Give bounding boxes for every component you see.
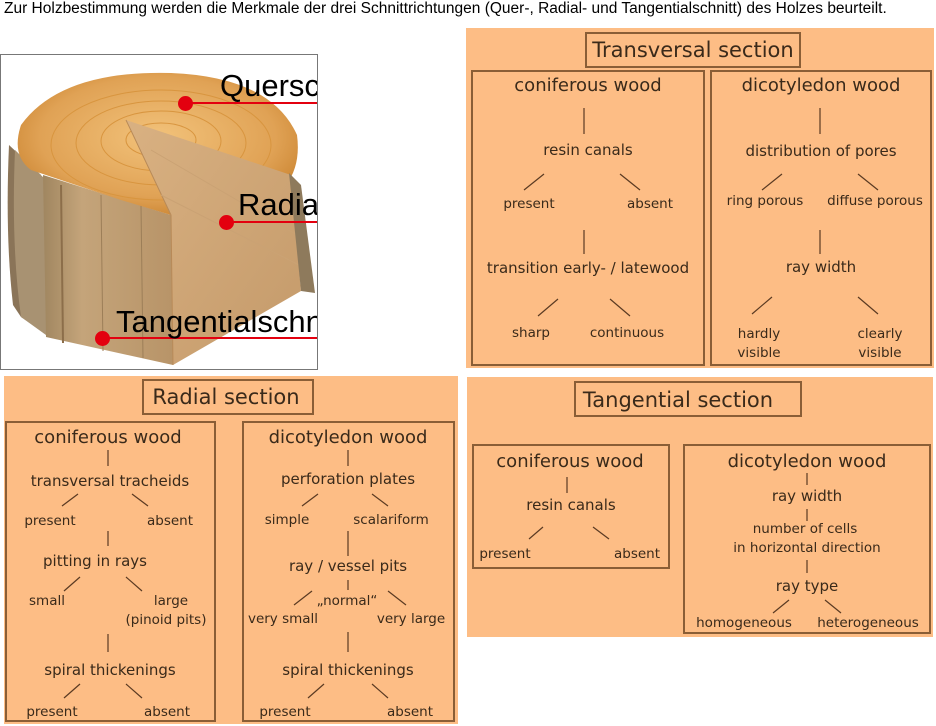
tangential-number-of-cells: number of cells — [752, 521, 858, 537]
radial-pitting-large: large — [153, 593, 189, 609]
transversal-resin-canals: resin canals — [543, 141, 633, 159]
radial-connectors — [61, 450, 407, 699]
transversal-ray-width: ray width — [785, 258, 857, 276]
label-tangentialschnitt: Tangentialschnitt — [116, 304, 317, 339]
radial-dicot-spiral-absent: absent — [386, 704, 434, 720]
radial-dicot-spiral-present: present — [259, 704, 311, 720]
transversal-continuous: continuous — [589, 325, 665, 341]
transversal-coniferous-box — [471, 70, 705, 366]
tangential-resin-canals: resin canals — [526, 496, 616, 514]
tangentialschnitt-line — [102, 337, 317, 339]
transversal-ring-porous: ring porous — [726, 193, 804, 209]
radialschnitt-line — [226, 221, 317, 223]
log-photo: Querschnitt Radialschnitt Tangentialschn… — [0, 54, 318, 370]
transversal-panel: Transversal section coniferous wood resi… — [466, 28, 934, 368]
radial-dicotyledon-box — [242, 421, 455, 722]
radialschnitt-marker — [219, 215, 234, 230]
transversal-clearly-visible: visible — [858, 345, 902, 361]
transversal-hardly-visible: visible — [737, 345, 781, 361]
radial-coniferous-spiral: spiral thickenings — [44, 661, 176, 679]
radial-pitting-pinoid: (pinoid pits) — [125, 612, 207, 628]
tangential-homogeneous: homogeneous — [696, 615, 792, 631]
radial-pits-very-small: very small — [247, 611, 319, 627]
label-radialschnitt: Radialschnitt — [238, 187, 318, 222]
transversal-dicotyledon-heading: dicotyledon wood — [741, 75, 901, 96]
radial-tracheids-present: present — [24, 513, 76, 529]
tangential-dicotyledon-box — [683, 444, 931, 634]
radial-vessel-pits: ray / vessel pits — [288, 557, 408, 575]
radial-dicotyledon-spiral: spiral thickenings — [282, 661, 414, 679]
tangential-title: Tangential section — [582, 388, 774, 412]
transversal-transition: transition early- / latewood — [486, 259, 690, 277]
radial-pits-normal: „normal“ — [316, 593, 378, 609]
label-querschnitt: Querschnitt — [220, 68, 317, 103]
tangential-resin-present: present — [479, 546, 531, 562]
transversal-connectors — [523, 108, 879, 317]
tangential-title-box — [574, 381, 802, 417]
radial-pits-very-large: very large — [376, 611, 446, 627]
transversal-coniferous-heading: coniferous wood — [514, 75, 662, 96]
transversal-resin-absent: absent — [626, 196, 674, 212]
radial-pitting-small: small — [29, 593, 65, 609]
transversal-dicotyledon-box — [710, 70, 932, 366]
radial-title: Radial section — [152, 385, 300, 409]
tangential-coniferous-heading: coniferous wood — [496, 451, 644, 472]
radial-perforation-scalariform: scalariform — [353, 512, 429, 528]
tangential-ray-width: ray width — [771, 487, 843, 505]
radial-transversal-tracheids: transversal tracheids — [30, 472, 190, 490]
transversal-title-box — [585, 32, 801, 68]
querschnitt-marker — [178, 96, 193, 111]
transversal-clearly: clearly — [857, 326, 903, 342]
radial-pitting-in-rays: pitting in rays — [43, 552, 147, 570]
transversal-title: Transversal section — [592, 38, 794, 62]
tangential-ray-type: ray type — [775, 577, 839, 595]
radial-panel: Radial section coniferous wood transvers… — [4, 376, 458, 724]
tangential-heterogeneous: heterogeneous — [817, 615, 919, 631]
radial-spiral-present: present — [26, 704, 78, 720]
tangential-coniferous-box — [472, 444, 670, 569]
tangential-resin-absent: absent — [613, 546, 661, 562]
radial-coniferous-heading: coniferous wood — [34, 427, 182, 448]
tangential-connectors — [528, 473, 842, 614]
radial-coniferous-box — [5, 421, 216, 722]
log-illustration — [7, 72, 315, 366]
tangential-dicotyledon-heading: dicotyledon wood — [727, 451, 887, 472]
tangential-panel: Tangential section coniferous wood resin… — [467, 377, 933, 637]
transversal-distribution-pores: distribution of pores — [745, 142, 897, 160]
transversal-sharp: sharp — [512, 325, 550, 341]
radial-dicotyledon-heading: dicotyledon wood — [268, 427, 428, 448]
transversal-diffuse-porous: diffuse porous — [827, 193, 923, 209]
tangential-horizontal-direction: in horizontal direction — [733, 540, 881, 556]
querschnitt-line — [185, 102, 317, 104]
transversal-resin-present: present — [503, 196, 555, 212]
radial-title-box — [142, 379, 314, 415]
tangentialschnitt-marker — [95, 331, 110, 346]
transversal-hardly: hardly — [737, 326, 781, 342]
radial-perforation-simple: simple — [264, 512, 310, 528]
radial-perforation-plates: perforation plates — [280, 470, 416, 488]
radial-tracheids-absent: absent — [146, 513, 194, 529]
intro-text: Zur Holzbestimmung werden die Merkmale d… — [4, 0, 887, 17]
radial-spiral-absent: absent — [143, 704, 191, 720]
